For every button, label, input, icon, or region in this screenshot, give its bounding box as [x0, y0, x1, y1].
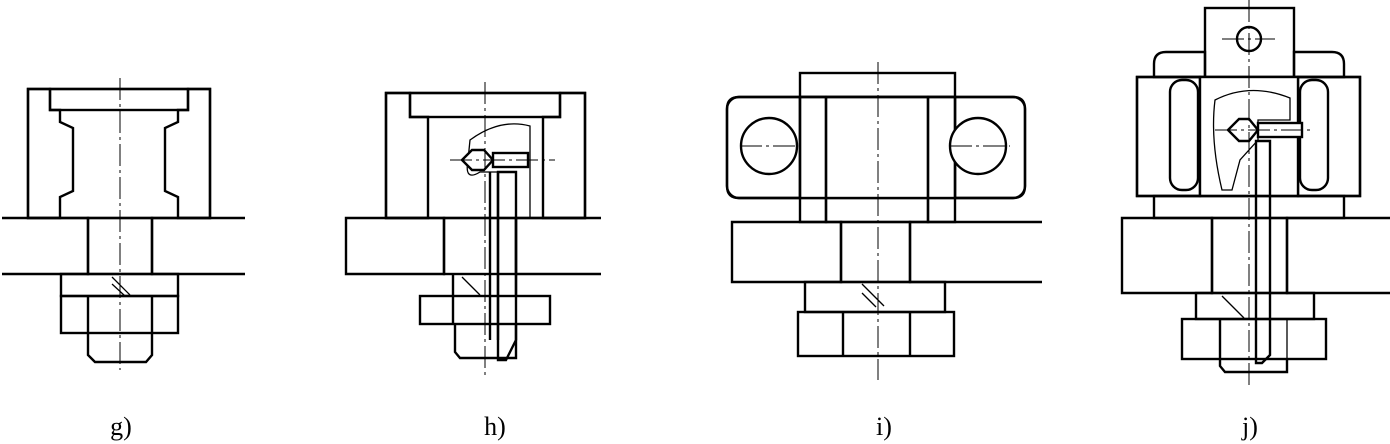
caption-i: i): [876, 412, 892, 441]
cap-body-right-section: [541, 91, 587, 220]
cap-body-left-section: [384, 91, 430, 220]
plate-left-section: [2, 216, 90, 276]
caption-j: j): [1242, 412, 1258, 441]
caption-g: g): [110, 412, 132, 441]
subfigure-h: [344, 82, 601, 375]
caption-h: h): [484, 412, 506, 441]
hex-nut: [796, 310, 956, 358]
stud-section: [496, 170, 518, 362]
subfigure-j: [1120, 0, 1390, 385]
subfigure-g: [2, 78, 245, 370]
hex-nut: [1180, 317, 1328, 361]
subfigure-i: [725, 62, 1042, 380]
plate-right-section: [150, 216, 245, 276]
